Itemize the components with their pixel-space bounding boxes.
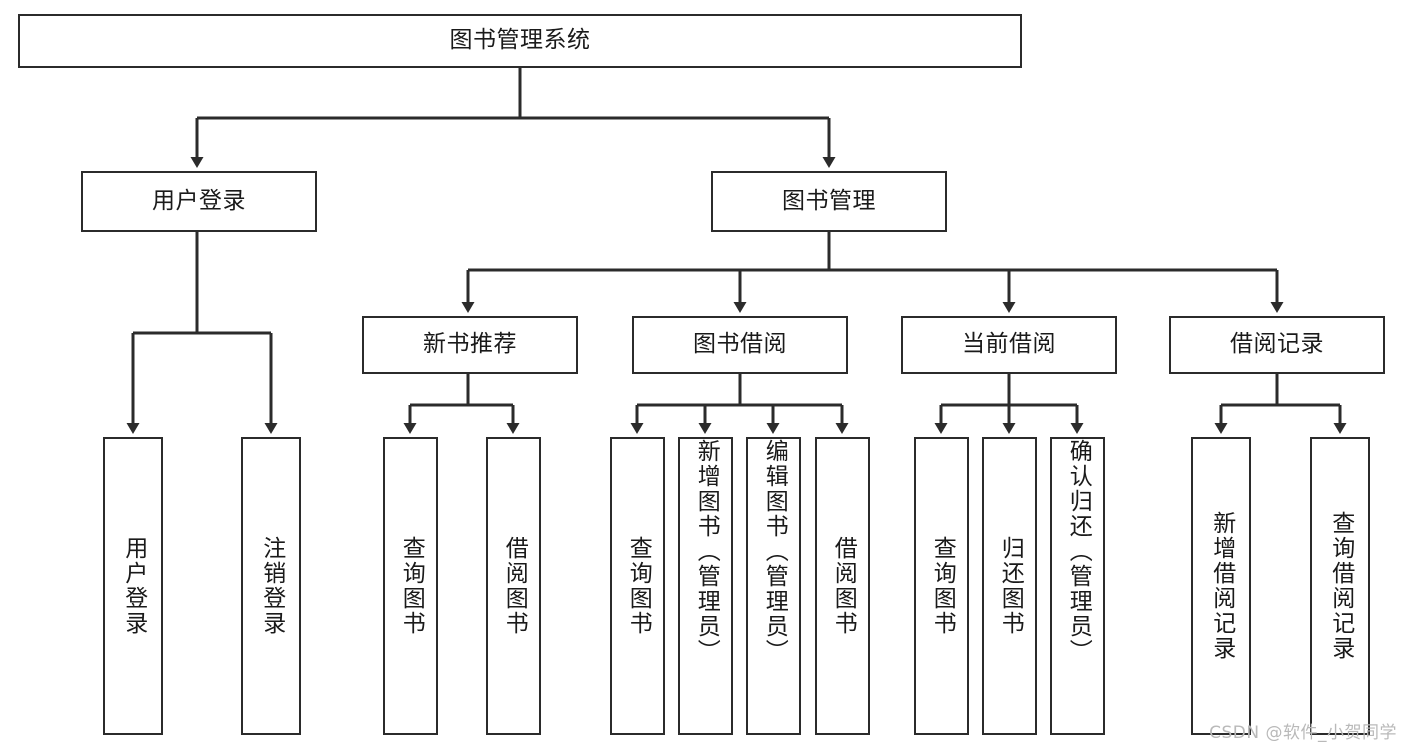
leaf-edit-book[interactable]: 编辑图书（管理员）	[746, 437, 801, 735]
leaf-query-book-1[interactable]: 查询图书	[383, 437, 438, 735]
node-borrow-record[interactable]: 借阅记录	[1169, 316, 1385, 374]
node-current-borrow-label: 当前借阅	[962, 331, 1056, 358]
node-book-borrow-label: 图书借阅	[693, 331, 787, 358]
node-book-manage[interactable]: 图书管理	[711, 171, 947, 232]
leaf-add-record-label: 新增借阅记录	[1208, 511, 1235, 661]
leaf-confirm-return[interactable]: 确认归还（管理员）	[1050, 437, 1105, 735]
leaf-query-record[interactable]: 查询借阅记录	[1310, 437, 1370, 735]
leaf-logout-login-label: 注销登录	[258, 536, 285, 636]
node-new-book-recommend-label: 新书推荐	[423, 331, 517, 358]
leaf-borrow-book-1[interactable]: 借阅图书	[486, 437, 541, 735]
leaf-user-login-label: 用户登录	[120, 536, 147, 636]
node-book-manage-label: 图书管理	[782, 187, 876, 214]
node-borrow-record-label: 借阅记录	[1230, 331, 1324, 358]
leaf-return-book[interactable]: 归还图书	[982, 437, 1037, 735]
leaf-borrow-book-1-label: 借阅图书	[501, 536, 528, 636]
leaf-query-book-3-label: 查询图书	[929, 536, 956, 636]
leaf-logout-login[interactable]: 注销登录	[241, 437, 301, 735]
leaf-add-record[interactable]: 新增借阅记录	[1191, 437, 1251, 735]
leaf-borrow-book-2-label: 借阅图书	[830, 536, 857, 636]
leaf-confirm-return-label: 确认归还（管理员）	[1065, 439, 1092, 664]
leaf-query-book-2-label: 查询图书	[625, 536, 652, 636]
leaf-user-login[interactable]: 用户登录	[103, 437, 163, 735]
leaf-return-book-label: 归还图书	[997, 536, 1024, 636]
node-user-login-label: 用户登录	[152, 187, 246, 214]
leaf-borrow-book-2[interactable]: 借阅图书	[815, 437, 870, 735]
leaf-query-record-label: 查询借阅记录	[1327, 511, 1354, 661]
node-book-borrow[interactable]: 图书借阅	[632, 316, 848, 374]
leaf-edit-book-label: 编辑图书（管理员）	[761, 439, 788, 664]
node-root-label: 图书管理系统	[449, 27, 591, 54]
node-current-borrow[interactable]: 当前借阅	[901, 316, 1117, 374]
node-user-login[interactable]: 用户登录	[81, 171, 317, 232]
node-new-book-recommend[interactable]: 新书推荐	[362, 316, 578, 374]
leaf-query-book-1-label: 查询图书	[398, 536, 425, 636]
csdn-watermark: CSDN @软件_小贺同学	[1209, 723, 1397, 743]
node-root[interactable]: 图书管理系统	[18, 14, 1022, 68]
leaf-add-book-label: 新增图书（管理员）	[693, 439, 720, 664]
leaf-query-book-3[interactable]: 查询图书	[914, 437, 969, 735]
leaf-add-book[interactable]: 新增图书（管理员）	[678, 437, 733, 735]
leaf-query-book-2[interactable]: 查询图书	[610, 437, 665, 735]
